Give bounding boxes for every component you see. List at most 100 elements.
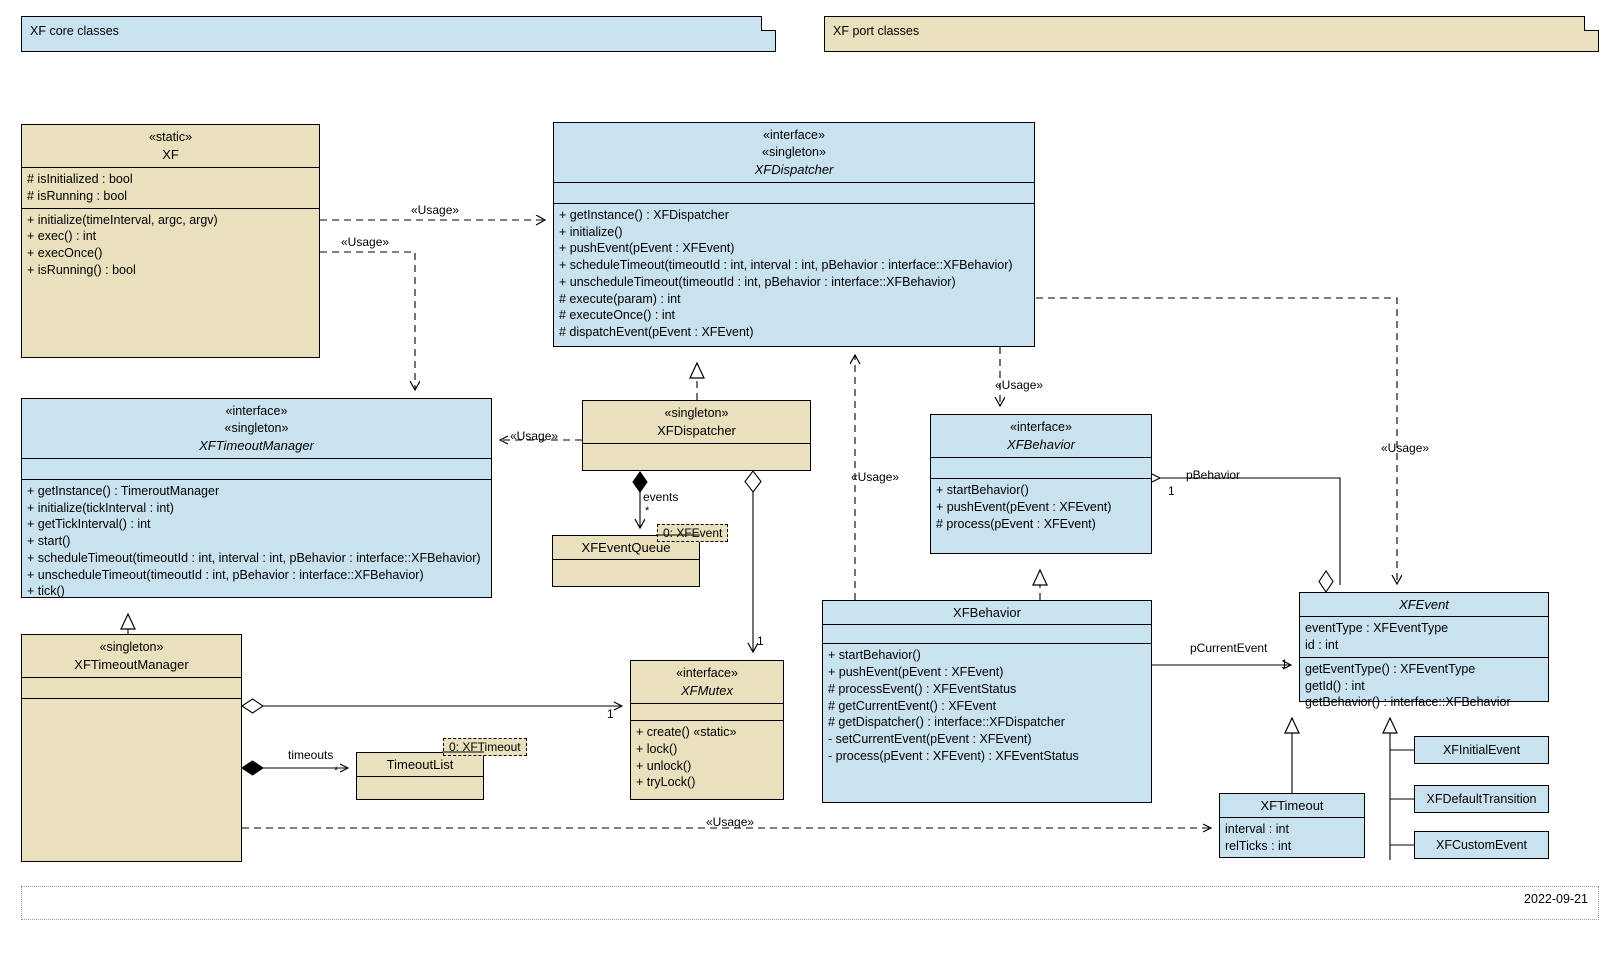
class-xfbehavior-interface-header: «interface» XFBehavior xyxy=(931,415,1151,459)
class-xf-operations: + initialize(timeInterval, argc, argv) +… xyxy=(22,209,319,282)
usage-label-dispatcherif-to-behaviorif: «Usage» xyxy=(995,378,1044,392)
class-xftimeoutmanager-interface-header: «interface» «singleton» XFTimeoutManager xyxy=(22,399,491,459)
role-label-pbehavior: pBehavior xyxy=(1186,468,1241,482)
operation-row: + unscheduleTimeout(timeoutId : int, pBe… xyxy=(559,274,956,289)
class-timeoutlist-header: TimeoutList xyxy=(357,753,483,778)
class-xfdispatcher-impl[interactable]: «singleton» XFDispatcher xyxy=(582,400,811,471)
class-name: XFBehavior xyxy=(1007,436,1075,452)
operation-row: # executeOnce() : int xyxy=(559,308,676,323)
operation-row: + create() «static» xyxy=(636,725,737,740)
operation-row: # execute(param) : int xyxy=(559,291,681,306)
class-xftimeoutmanager-interface[interactable]: «interface» «singleton» XFTimeoutManager… xyxy=(21,398,492,598)
class-xfeventqueue[interactable]: XFEventQueue xyxy=(552,535,700,587)
class-name: XFTimeoutManager xyxy=(74,656,189,672)
package-fold-corner-icon-2 xyxy=(1584,16,1599,31)
class-xfdispatcher-interface-operations: + getInstance() : XFDispatcher + initial… xyxy=(554,204,1034,344)
usage-label-behaviorimpl-to-dispatcherif: «Usage» xyxy=(851,470,900,484)
class-xfbehavior-impl[interactable]: XFBehavior + startBehavior() + pushEvent… xyxy=(822,600,1152,803)
class-xfeventqueue-body xyxy=(553,560,699,590)
class-xfmutex-interface[interactable]: «interface» XFMutex + create() «static» … xyxy=(630,660,784,800)
class-xfdispatcher-interface[interactable]: «interface» «singleton» XFDispatcher + g… xyxy=(553,122,1035,347)
role-label-events: events xyxy=(643,490,679,504)
class-xfmutex-attributes xyxy=(631,704,783,722)
operation-row: + getInstance() : XFDispatcher xyxy=(559,207,729,222)
role-note-text: 0: XFEvent xyxy=(663,526,723,540)
class-name: XFEvent xyxy=(1399,597,1449,612)
class-xfeventqueue-header: XFEventQueue xyxy=(553,536,699,561)
operation-row: getEventType() : XFEventType xyxy=(1305,661,1476,676)
multiplicity-timeouts-star: * xyxy=(334,765,339,777)
package-xf-port-classes[interactable]: XF port classes xyxy=(824,16,1599,52)
diagram-date: 2022-09-21 xyxy=(1524,892,1588,906)
operation-row: + getTickInterval() : int xyxy=(27,517,151,532)
class-name: XFInitialEvent xyxy=(1442,742,1521,757)
class-xfbehavior-interface-attributes xyxy=(931,458,1151,480)
stereotype-interface: «interface» xyxy=(763,128,825,142)
class-xfdispatcher-impl-body xyxy=(583,444,810,476)
role-note-0-xftimeout: 0: XFTimeout xyxy=(443,738,527,756)
class-name: XFCustomEvent xyxy=(1435,837,1527,852)
operation-row: + isRunning() : bool xyxy=(27,262,136,277)
operation-row: # process(pEvent : XFEvent) xyxy=(936,516,1096,531)
operation-row: # processEvent() : XFEventStatus xyxy=(828,681,1017,696)
operation-row: getId() : int xyxy=(1305,678,1365,693)
class-xftimeoutmanager-interface-attributes xyxy=(22,459,491,480)
multiplicity-pcurrentevent-1: 1 xyxy=(1281,657,1288,671)
attribute-row: # isRunning : bool xyxy=(27,188,128,203)
class-xftimeout-header: XFTimeout xyxy=(1220,794,1364,819)
operation-row: + execOnce() xyxy=(27,246,103,261)
operation-row: + scheduleTimeout(timeoutId : int, inter… xyxy=(559,258,1013,273)
operation-row: + tick() xyxy=(27,584,65,599)
class-xfbehavior-impl-operations: + startBehavior() + pushEvent(pEvent : X… xyxy=(823,644,1151,767)
usage-label-dispatcherimpl-to-timeoutmgr: «Usage» xyxy=(510,429,559,443)
stereotype-interface: «interface» xyxy=(1010,420,1072,434)
usage-label-xf-to-timeoutmgr: «Usage» xyxy=(341,235,390,249)
class-xfdispatcher-impl-header: «singleton» XFDispatcher xyxy=(583,401,810,445)
stereotype-interface: «interface» xyxy=(225,404,288,418)
operation-row: + startBehavior() xyxy=(828,648,921,663)
class-xfbehavior-interface[interactable]: «interface» XFBehavior + startBehavior()… xyxy=(930,414,1152,554)
operation-row: + tryLock() xyxy=(636,775,696,790)
aggregation-diamond-timeoutmgr-mutex xyxy=(241,698,264,714)
operation-row: + getInstance() : TimeroutManager xyxy=(27,483,220,498)
class-timeoutlist[interactable]: TimeoutList xyxy=(356,752,484,800)
multiplicity-events-star: * xyxy=(645,505,650,517)
operation-row: - setCurrentEvent(pEvent : XFEvent) xyxy=(828,732,1032,747)
class-timeoutlist-body xyxy=(357,777,483,805)
class-name: XFDispatcher xyxy=(657,422,736,438)
class-xfcustomevent[interactable]: XFCustomEvent xyxy=(1414,831,1549,859)
operation-row: + unlock() xyxy=(636,758,692,773)
class-xfmutex-header: «interface» XFMutex xyxy=(631,661,783,705)
association-pbehavior-line xyxy=(1151,473,1341,585)
class-xfdispatcher-interface-header: «interface» «singleton» XFDispatcher xyxy=(554,123,1034,183)
class-name: XFMutex xyxy=(680,682,733,698)
class-xftimeoutmanager-impl-attributes xyxy=(22,678,241,700)
operation-row: - process(pEvent : XFEvent) : XFEventSta… xyxy=(828,748,1079,763)
operation-row: + startBehavior() xyxy=(936,483,1029,498)
operation-row: + pushEvent(pEvent : XFEvent) xyxy=(936,499,1112,514)
class-xf[interactable]: «static» XF # isInitialized : bool # isR… xyxy=(21,124,320,358)
operation-row: + initialize(timeInterval, argc, argv) xyxy=(27,212,218,227)
class-xftimeout[interactable]: XFTimeout interval : int relTicks : int xyxy=(1219,793,1365,858)
class-xf-header: «static» XF xyxy=(22,125,319,169)
role-label-timeouts: timeouts xyxy=(288,748,334,762)
operation-row: + pushEvent(pEvent : XFEvent) xyxy=(559,241,735,256)
operation-row: # getCurrentEvent() : XFEvent xyxy=(828,698,997,713)
class-xfevent-header: XFEvent xyxy=(1300,593,1548,618)
package-xf-core-classes[interactable]: XF core classes xyxy=(21,16,776,52)
class-xfinitialevent[interactable]: XFInitialEvent xyxy=(1414,736,1549,764)
class-xf-attributes: # isInitialized : bool # isRunning : boo… xyxy=(22,168,319,209)
attribute-row: interval : int xyxy=(1225,822,1289,837)
operation-row: getBehavior() : interface::XFBehavior xyxy=(1305,695,1511,710)
operation-row: + exec() : int xyxy=(27,229,97,244)
role-note-text: 0: XFTimeout xyxy=(449,740,521,754)
attribute-row: id : int xyxy=(1305,638,1339,653)
class-xfdefaulttransition[interactable]: XFDefaultTransition xyxy=(1414,785,1549,813)
class-xftimeoutmanager-impl-header: «singleton» XFTimeoutManager xyxy=(22,635,241,679)
role-note-0-xfevent: 0: XFEvent xyxy=(657,524,729,542)
package-label-port: XF port classes xyxy=(833,24,920,38)
class-xfmutex-operations: + create() «static» + lock() + unlock() … xyxy=(631,721,783,794)
class-xfevent[interactable]: XFEvent eventType : XFEventType id : int… xyxy=(1299,592,1549,709)
class-xftimeoutmanager-impl[interactable]: «singleton» XFTimeoutManager xyxy=(21,634,242,862)
